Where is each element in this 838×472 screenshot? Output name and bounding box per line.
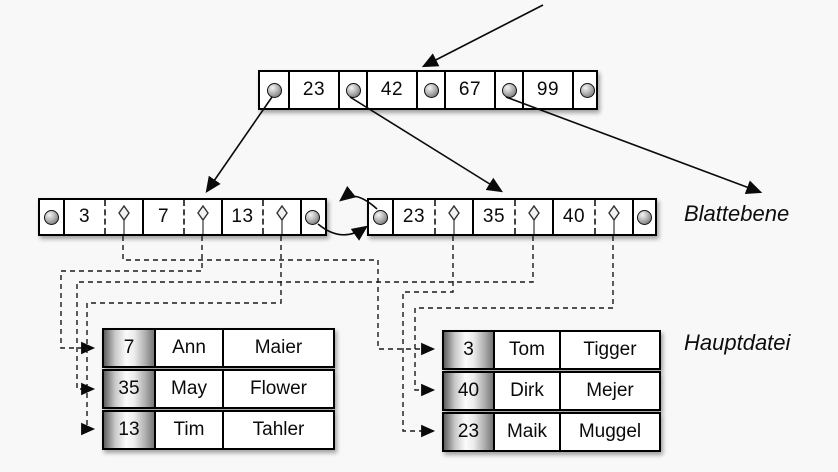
- root-node: 23 42 67 99: [258, 70, 598, 110]
- root-pointer-cell: [338, 72, 366, 108]
- record-pointer-icon: [448, 204, 460, 234]
- root-pointer-cell: [260, 72, 288, 108]
- row-lastname: Muggel: [559, 414, 659, 450]
- record-pointer-icon: [528, 204, 540, 234]
- row-lastname: Maier: [222, 330, 333, 366]
- root-key: 99: [522, 72, 572, 108]
- row-key: 40: [444, 373, 493, 409]
- arrow-root-to-left-leaf: [205, 96, 273, 193]
- leaf-node-right: 23 35 40: [367, 198, 657, 236]
- row-lastname: Mejer: [559, 373, 659, 409]
- row-key: 35: [104, 371, 154, 407]
- record-pointer-cell: [434, 200, 472, 234]
- row-lastname: Tahler: [222, 412, 333, 448]
- leaf-pointer-cell: [632, 200, 655, 234]
- leaf-key: 40: [552, 200, 594, 234]
- leaf-pointer-cell: [300, 200, 323, 234]
- arrow-to-root: [421, 4, 544, 68]
- row-firstname: Tim: [154, 412, 222, 448]
- pointer-icon: [266, 82, 282, 98]
- table-row: 13 Tim Tahler: [102, 410, 335, 450]
- pointer-icon: [373, 209, 388, 225]
- row-lastname: Flower: [222, 371, 333, 407]
- record-pointer-cell: [183, 200, 221, 234]
- label-leaf-level: Blattebene: [684, 201, 790, 226]
- row-firstname: Tom: [493, 332, 559, 368]
- root-key: 67: [444, 72, 494, 108]
- pointer-icon: [345, 82, 361, 98]
- leaf-key: 35: [472, 200, 514, 234]
- root-pointer-cell: [416, 72, 444, 108]
- table-row: 40 Dirk Mejer: [442, 371, 661, 411]
- leaf-node-left: 3 7 13: [38, 198, 327, 236]
- root-key: 23: [288, 72, 338, 108]
- record-pointer-icon: [608, 204, 620, 234]
- record-pointer-cell: [594, 200, 632, 234]
- leaf-pointer-cell: [369, 200, 392, 234]
- pointer-icon: [423, 82, 439, 98]
- row-firstname: Maik: [493, 414, 559, 450]
- table-row: 35 May Flower: [102, 369, 335, 409]
- row-firstname: May: [154, 371, 222, 407]
- leaf-key: 13: [221, 200, 262, 234]
- arrow-root-to-right-leaf: [349, 96, 504, 193]
- row-lastname: Tigger: [559, 332, 659, 368]
- pointer-icon: [44, 209, 59, 225]
- row-firstname: Ann: [154, 330, 222, 366]
- record-pointer-icon: [197, 204, 209, 234]
- leaf-pointer-cell: [40, 200, 63, 234]
- pointer-icon: [501, 82, 517, 98]
- root-key: 42: [366, 72, 416, 108]
- record-pointer-cell: [262, 200, 300, 234]
- table-row: 3 Tom Tigger: [442, 330, 661, 370]
- root-pointer-cell: [572, 72, 600, 108]
- record-pointer-icon: [118, 204, 130, 234]
- leaf-key: 23: [392, 200, 434, 234]
- label-main-file: Hauptdatei: [684, 330, 791, 355]
- root-pointer-cell: [494, 72, 522, 108]
- leaf-key: 7: [142, 200, 183, 234]
- record-pointer-cell: [104, 200, 142, 234]
- row-key: 7: [104, 330, 154, 366]
- row-key: 13: [104, 412, 154, 448]
- table-row: 7 Ann Maier: [102, 328, 335, 368]
- row-key: 3: [444, 332, 493, 368]
- arrow-root-to-offscreen-leaf: [505, 96, 763, 194]
- main-file-table-right: 3 Tom Tigger 40 Dirk Mejer 23 Maik Mugge…: [442, 330, 661, 452]
- row-key: 23: [444, 414, 493, 450]
- leaf-key: 3: [63, 200, 104, 234]
- record-pointer-cell: [514, 200, 552, 234]
- record-pointer-icon: [276, 204, 288, 234]
- pointer-icon: [637, 209, 652, 225]
- table-row: 23 Maik Muggel: [442, 412, 661, 452]
- pointer-icon: [305, 209, 320, 225]
- main-file-table-left: 7 Ann Maier 35 May Flower 13 Tim Tahler: [102, 328, 335, 450]
- row-firstname: Dirk: [493, 373, 559, 409]
- pointer-icon: [579, 82, 595, 98]
